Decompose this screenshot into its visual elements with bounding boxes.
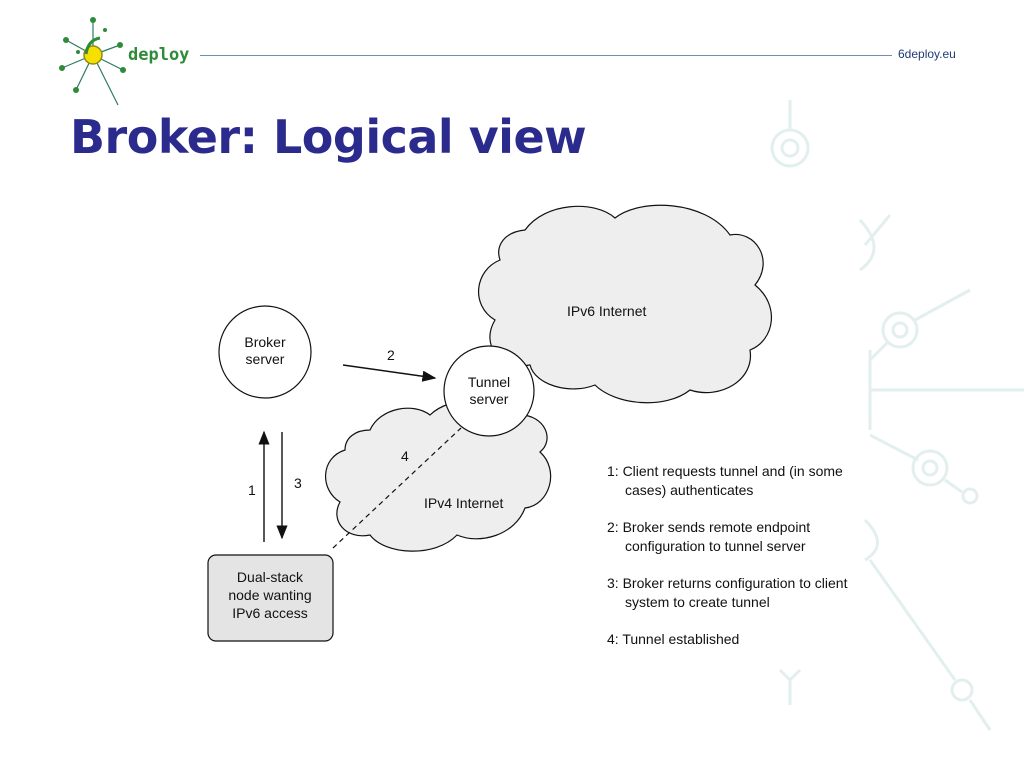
legend-step1: 1: Client requests tunnel and (in some c… <box>607 463 843 498</box>
legend-step3: 3: Broker returns configuration to clien… <box>607 575 848 610</box>
ipv4-cloud-label: IPv4 Internet <box>424 495 503 511</box>
client-node-label-line1: Dual-stack <box>237 569 304 585</box>
legend-step2: 2: Broker sends remote endpoint configur… <box>607 519 811 554</box>
slide-title: Broker: Logical view <box>70 110 587 164</box>
ipv6-cloud-label: IPv6 Internet <box>567 303 646 319</box>
step-legend: 1: Client requests tunnel and (in some c… <box>607 462 877 667</box>
legend-step4: 4: Tunnel established <box>607 631 740 647</box>
client-node-box: Dual-stack node wanting IPv6 access <box>207 554 334 642</box>
tunnel-server-node: Tunnel server <box>443 345 535 437</box>
tunnel-link-step4-label: 4 <box>401 448 409 464</box>
broker-server-label-line2: server <box>246 351 285 367</box>
ipv6-cloud: IPv6 Internet <box>478 204 772 404</box>
tunnel-server-label-line1: Tunnel <box>468 374 510 390</box>
tunnel-server-label-line2: server <box>470 391 509 407</box>
arrow-step2 <box>342 364 437 382</box>
arrow-step1-label: 1 <box>248 482 256 498</box>
background-decoration <box>770 100 1024 731</box>
broker-diagram: IPv6 Internet IPv4 Internet Broker serve… <box>207 204 772 642</box>
arrow-step2-label: 2 <box>387 347 395 363</box>
client-node-label-line3: IPv6 access <box>232 605 307 621</box>
logo-text: deploy <box>128 45 189 65</box>
site-url[interactable]: 6deploy.eu <box>898 47 956 61</box>
client-node-label-line2: node wanting <box>228 587 311 603</box>
tunnel-link-step4 <box>332 427 462 549</box>
broker-server-label-line1: Broker <box>244 334 286 350</box>
broker-server-node: Broker server <box>218 305 312 399</box>
arrow-step3-label: 3 <box>294 475 302 491</box>
ipv4-cloud: IPv4 Internet <box>325 399 552 552</box>
header-rule <box>200 55 892 56</box>
6deploy-logo: deploy <box>59 17 189 106</box>
